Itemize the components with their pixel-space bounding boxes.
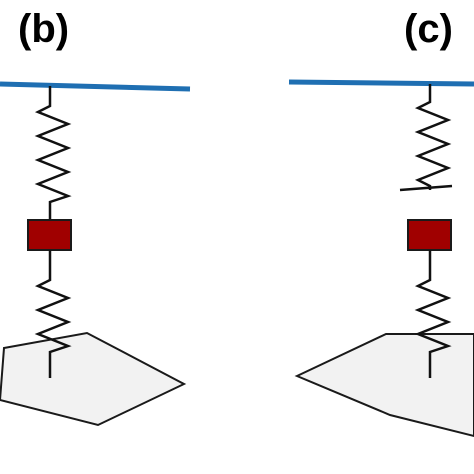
panel-b-label: (b) xyxy=(18,7,69,51)
panel-b-lower-spring xyxy=(34,250,72,378)
panel-c-label: (c) xyxy=(404,7,453,51)
panel-b: (b) xyxy=(0,7,191,427)
panel-c-mass xyxy=(407,219,452,251)
panel-b-upper-spring xyxy=(34,86,72,220)
panel-b-ground-plate xyxy=(0,331,187,427)
panel-b-support-bar xyxy=(0,81,191,92)
panel-b-mass xyxy=(27,219,72,251)
panel-c-upper-spring-broken xyxy=(414,84,452,190)
panel-c-break-tick xyxy=(399,184,453,192)
panel-c-support-bar xyxy=(288,79,474,87)
panel-c: (c) xyxy=(288,7,474,438)
panel-c-lower-spring xyxy=(414,250,452,378)
panel-c-ground-plate xyxy=(294,333,474,438)
